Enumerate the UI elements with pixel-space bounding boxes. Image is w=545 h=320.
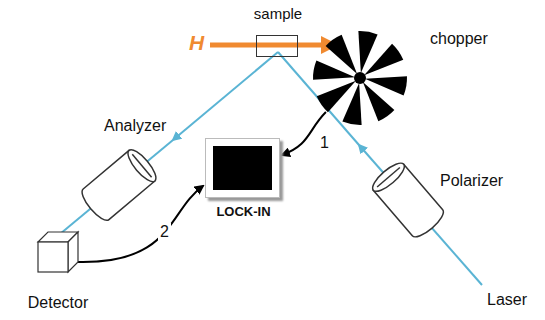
detector-box: Detector [38,232,78,272]
node-label: sample [254,5,302,22]
laser-beam [359,145,482,285]
chopper-wheel-outline [312,30,408,126]
lock-in-screen [213,146,272,190]
node-label: chopper [430,30,488,48]
chopper-wheel: chopper [312,30,408,126]
laser-label: Laser [487,291,527,309]
field-arrow [210,43,335,48]
field-label: H [189,31,204,55]
laser-beam [60,140,173,234]
polarizer-cylinder: Polarizer [368,160,448,240]
node-label: Polarizer [440,172,503,190]
polarizer-cylinder-outline [368,160,448,240]
detector-box-outline [38,232,78,272]
callout-number: 2 [158,223,171,241]
node-label: Analyzer [104,117,166,135]
analyzer-cylinder: Analyzer [79,145,159,225]
node-label: LOCK-IN [216,205,270,220]
sample-box: sample [256,35,298,57]
analyzer-cylinder-outline [79,145,159,225]
callout-number: 1 [318,134,331,152]
lock-in-box: LOCK-IN [205,138,280,198]
node-label: Detector [28,294,88,312]
laser-beam [173,52,278,140]
laser-beam [278,52,359,145]
